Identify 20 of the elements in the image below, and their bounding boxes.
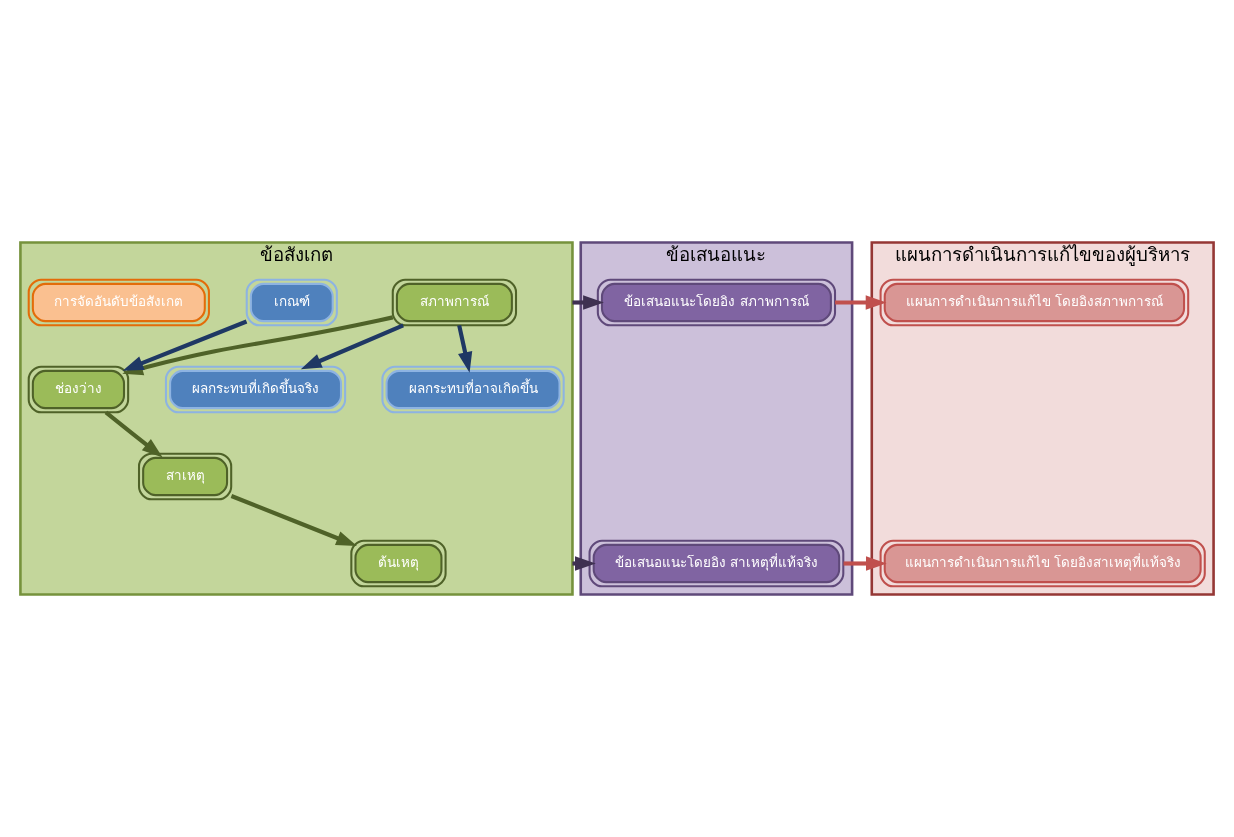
- arrow: [457, 324, 473, 373]
- arrow: [572, 295, 604, 310]
- node-box: สาเหตุ: [138, 452, 233, 501]
- node-box: แผนการดำเนินการแก้ไข โดยอิงสาเหตุที่แท้จริง: [879, 539, 1206, 588]
- node-box: ผลกระทบที่เกิดขึ้นจริง: [164, 365, 347, 414]
- node-box: ช่องว่าง: [27, 365, 130, 414]
- arrow: [122, 319, 248, 371]
- node-box: ข้อเสนอแนะโดยอิง สภาพการณ์: [596, 278, 837, 327]
- node-box: การจัดอันดับข้อสังเกต: [27, 278, 210, 327]
- arrow: [230, 494, 357, 546]
- arrow: [300, 323, 404, 370]
- arrow: [104, 410, 163, 458]
- node-box: ต้นเหตุ: [350, 539, 447, 588]
- node-box: เกณฑ์: [245, 278, 338, 327]
- node-box: ผลกระทบที่อาจเกิดขึ้น: [381, 365, 565, 414]
- node-box: ข้อเสนอแนะโดยอิง สาเหตุที่แท้จริง: [588, 539, 845, 588]
- node-box: แผนการดำเนินการแก้ไข โดยอิงสภาพการณ์: [879, 278, 1190, 327]
- arrow: [835, 295, 887, 310]
- arrow: [843, 556, 887, 571]
- node-box: สภาพการณ์: [391, 278, 518, 327]
